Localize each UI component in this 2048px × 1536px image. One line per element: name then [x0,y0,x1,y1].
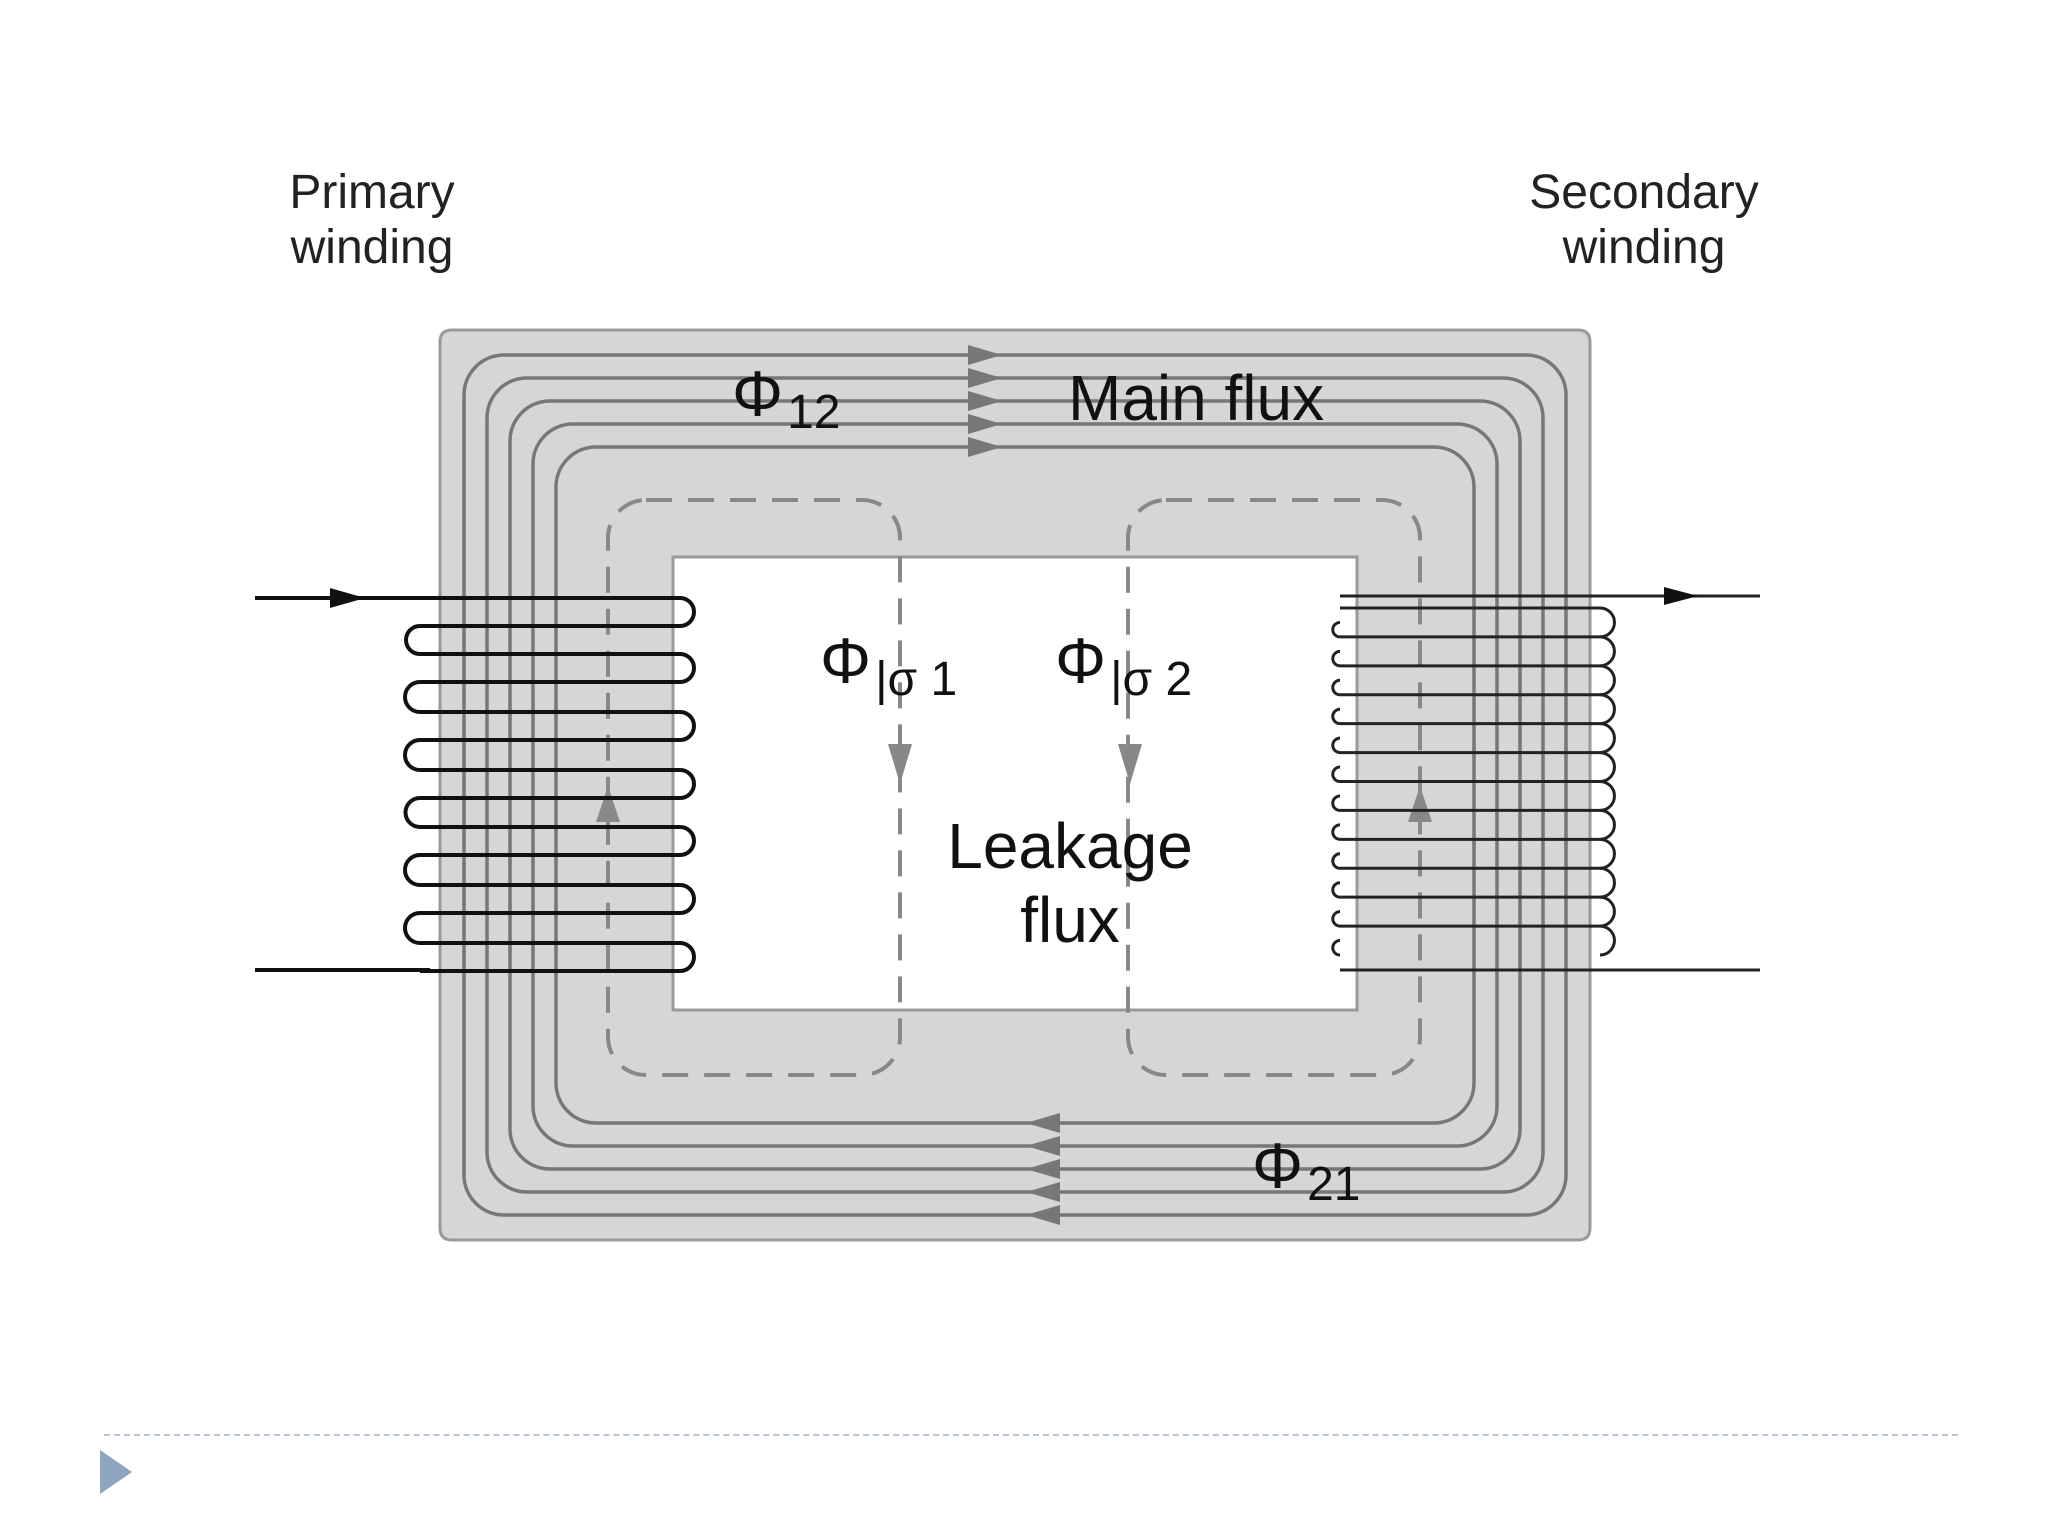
transformer-core [438,328,1592,1242]
phi-leak-2-subscript: |σ 2 [1110,653,1193,706]
secondary-turn-left-loop [1331,765,1341,783]
main-flux-arrows-top [968,345,1002,457]
phi-leak-1-subscript: |σ 1 [875,653,958,706]
phi-12-subscript: 12 [787,386,841,439]
leakage-flux-loops [606,498,1422,1077]
secondary-turn-left-loop [1331,852,1341,870]
phi-leak-1-label: Φ|σ 1 [820,625,957,706]
secondary-turn-right-loop [1599,635,1616,668]
phi-leak-2-label: Φ|σ 2 [1055,625,1192,706]
phi-21-subscript: 21 [1307,1158,1361,1211]
secondary-turn-right-loop [1599,693,1616,726]
secondary-turn-left-loop [1331,910,1341,928]
secondary-winding [1331,587,1760,972]
secondary-turn-right-loop [1599,808,1616,841]
secondary-turn-left-loop [1331,620,1341,639]
secondary-turn-right-loop [1599,606,1616,639]
phi-12-label: Φ12 [732,358,840,439]
slide-footer-divider [104,1434,1958,1436]
secondary-turn-left-loop [1331,678,1341,697]
secondary-turn-left-loop [1331,736,1341,755]
secondary-turn-left-loop [1331,939,1341,957]
slide-bullet-icon [100,1450,132,1494]
main-flux-lines [462,353,1568,1217]
secondary-winding-label-line1: Secondary [1529,166,1759,219]
secondary-turn-right-loop [1599,780,1616,812]
leakage-flux-label-line2: flux [1020,883,1120,956]
secondary-turn-right-loop [1599,866,1616,899]
leakage-flux-arrows [596,744,1432,822]
secondary-winding-label-line2: winding [1562,221,1726,275]
secondary-turn-left-loop [1331,823,1341,841]
phi-21-label: Φ21 [1252,1130,1360,1211]
secondary-turn-right-loop [1599,837,1616,870]
leakage-flux-label: Leakage flux [920,810,1220,957]
secondary-turn-left-loop [1331,794,1341,812]
secondary-winding-label: Secondary winding [1484,165,1804,275]
phi-leak-1-symbol: Φ [820,625,872,697]
leakage-flux-label-line1: Leakage [947,810,1193,882]
phi-leak-2-symbol: Φ [1055,625,1107,697]
secondary-turn-right-loop [1599,664,1616,697]
primary-winding [255,588,696,973]
primary-winding-label-line2: winding [290,221,454,275]
secondary-turn-left-loop [1331,881,1341,899]
main-flux-arrows-bottom [1026,1113,1060,1225]
primary-winding-label: Primary winding [212,165,532,275]
secondary-turn-left-loop [1331,707,1341,726]
secondary-turn-right-loop [1599,722,1616,755]
secondary-turns [1331,606,1616,957]
phi-12-symbol: Φ [732,358,784,430]
secondary-turn-right-loop [1599,751,1616,783]
secondary-turn-right-loop [1599,924,1616,957]
secondary-turn-right-loop [1599,895,1616,928]
main-flux-label: Main flux [1068,362,1325,434]
primary-winding-label-line1: Primary [289,166,455,219]
phi-21-symbol: Φ [1252,1130,1304,1202]
secondary-turn-left-loop [1331,649,1341,668]
